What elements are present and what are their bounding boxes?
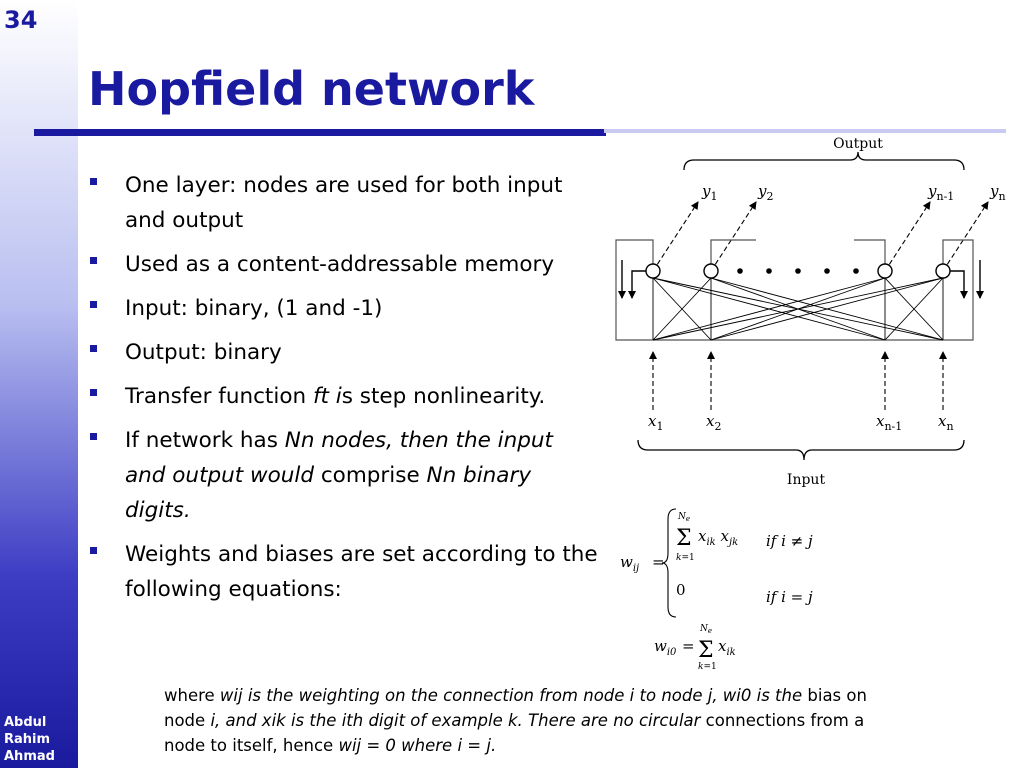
bullet-text-italic: Nn binary digits. [125,463,532,523]
input-x1-label: x1 [648,412,663,433]
hopfield-network-diagram: Output y1 y2 yn-1 yn [615,136,1006,488]
svg-text:k=1: k=1 [698,662,717,672]
case-condition-equal: if i = j [766,588,813,606]
bullet-item: Transfer function ft is step nonlinearit… [90,379,600,414]
case-condition-not-equal: if i ≠ j [766,532,813,550]
svg-text:=: = [652,553,665,571]
bullet-text: Weights and biases are set according to … [125,542,598,602]
output-label: Output [833,136,883,152]
author-last-name: Ahmad [4,749,55,764]
feedback-boxes [615,239,974,341]
bullet-marker-icon [90,178,97,185]
author-first-name: Abdul [4,715,47,730]
bullet-text: One layer: nodes are used for both input… [125,173,563,233]
author-name: Abdul Rahim Ahmad [4,714,55,765]
bullet-marker-icon [90,345,97,352]
input-label: Input [787,472,826,488]
svg-text:Σ: Σ [676,526,692,551]
input-xn-1-label: xn-1 [876,412,902,433]
svg-text:=: = [682,637,695,655]
slide-number: 34 [4,6,38,34]
svg-text:xik xjk: xik xjk [698,527,738,548]
output-y1-label: y1 [701,182,717,203]
node-connections [652,277,944,341]
bullet-marker-icon [90,433,97,440]
bullet-text: Used as a content-addressable memory [125,252,555,277]
svg-text:wi0: wi0 [654,637,677,658]
svg-text:Σ: Σ [698,638,714,663]
footnote-text-italic: wij is the weighting on the connection f… [219,686,803,705]
bullet-marker-icon [90,547,97,554]
bullet-text: Input: binary, (1 and -1) [125,296,383,321]
input-arrows [649,351,947,410]
title-underline [34,129,606,136]
bias-equation: wi0 = Ne Σ k=1 xik [654,624,736,672]
neuron-node-n [935,263,951,279]
ellipsis-dots [737,268,859,274]
footnote-text: where wij is the weighting on the connec… [164,683,884,758]
bullet-text: s step nonlinearity. [341,384,546,409]
bullet-marker-icon [90,301,97,308]
svg-text:wij: wij [620,553,639,574]
weight-equations: wij = Ne Σ k=1 xik xjk if i ≠ j 0 if i =… [620,508,813,672]
bullet-item: Output: binary [90,335,600,370]
neuron-node-1 [645,263,661,279]
feedback-arrows [618,260,984,299]
bullet-marker-icon [90,257,97,264]
author-middle-name: Rahim [4,732,51,747]
input-xn-label: xn [938,412,954,433]
svg-text:Ne: Ne [699,624,712,635]
svg-text:k=1: k=1 [676,553,695,563]
weight-equation: wij = Ne Σ k=1 xik xjk if i ≠ j 0 if i =… [620,508,813,618]
sidebar-gradient: 34 Abdul Rahim Ahmad [0,0,78,768]
neuron-node-n-1 [877,263,893,279]
bullet-text: comprise [314,463,427,488]
bullet-item: Input: binary, (1 and -1) [90,291,600,326]
bullet-text: Output: binary [125,340,282,365]
title-underline-light [604,129,1006,133]
bullet-marker-icon [90,389,97,396]
output-y2-label: y2 [757,182,773,203]
case-value-zero: 0 [676,581,686,599]
footnote-text-italic: wij = 0 where i = j. [338,736,497,755]
bullet-item: One layer: nodes are used for both input… [90,168,600,238]
footnote-text-run: connections from a node to itself, hence [164,711,865,755]
footnote-text-italic: i, and xik is the ith digit of example k… [210,711,701,730]
input-x2-label: x2 [706,412,721,433]
bullet-text: Transfer function [125,384,313,409]
bullet-item: Used as a content-addressable memory [90,247,600,282]
output-brace [683,151,965,171]
bullet-text-italic: Nn nodes, then the input and output woul… [125,428,553,488]
bullet-text: If network has [125,428,285,453]
output-yn-label: yn [989,182,1006,203]
svg-text:xik: xik [718,637,736,658]
footnote-text-run: bias on node [164,686,867,730]
bullet-list: One layer: nodes are used for both input… [90,168,600,616]
output-yn-1-label: yn-1 [927,182,954,203]
footnote-text-run: where [164,686,220,705]
slide-title: Hopfield network [88,62,535,116]
bullet-text-italic: ft i [312,384,342,409]
bullet-item: Weights and biases are set according to … [90,537,600,607]
svg-text:Ne: Ne [677,512,690,523]
input-brace [637,439,965,461]
neuron-node-2 [703,263,719,279]
output-arrows [652,201,989,272]
bullet-item: If network has Nn nodes, then the input … [90,423,600,528]
